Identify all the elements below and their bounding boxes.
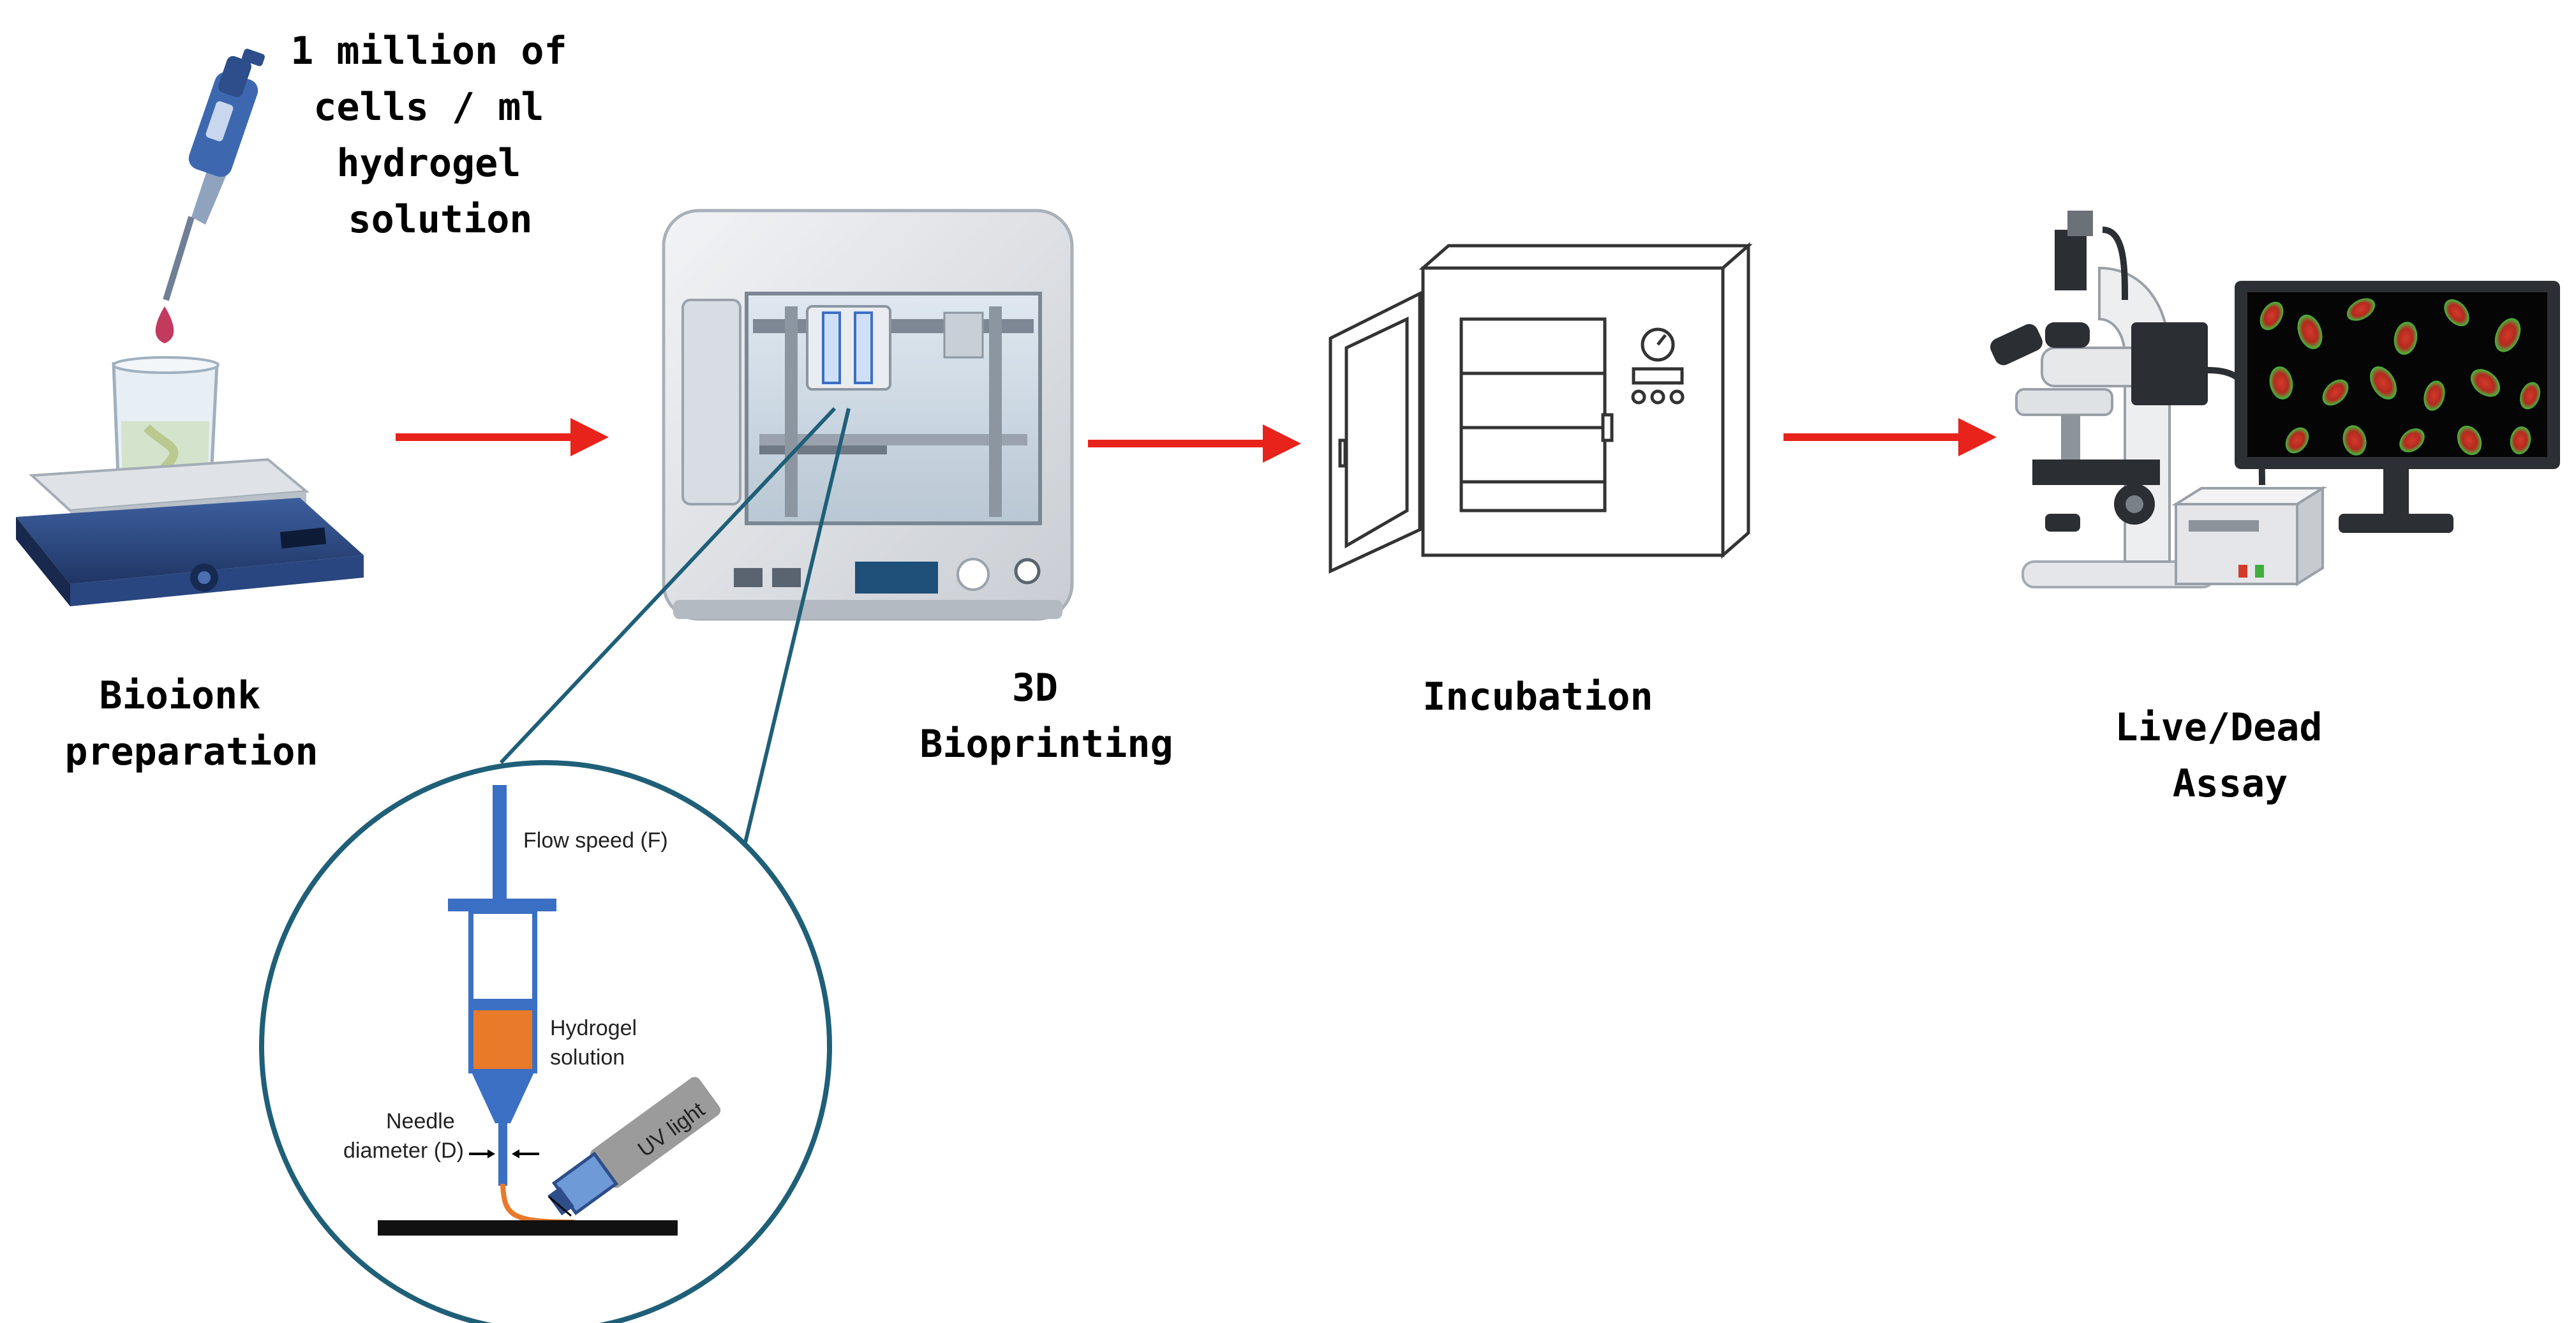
syringe-tip (471, 1071, 535, 1123)
zoom-line-left (499, 407, 837, 765)
label-needle-1: Needle (386, 1109, 455, 1133)
svg-text:1 million of cells / ml: 1 million of cells / ml hydrogel solutio… (290, 29, 590, 242)
concentration-line-2: cells / ml (313, 85, 544, 130)
svg-text:Incubation: Incubation (1422, 675, 1653, 719)
syringe-plunger (493, 785, 507, 900)
zoom-line-right (743, 408, 851, 843)
pipette-icon (163, 49, 265, 301)
step-assay-line-1: Live/Dead (2115, 705, 2322, 750)
concentration-line-3: hydrogel (336, 141, 521, 186)
uv-lamp-icon (547, 1077, 721, 1216)
print-bed (378, 1220, 678, 1236)
label-flow-speed: Flow speed (F) (523, 828, 668, 853)
microscope-icon (1990, 211, 2265, 588)
svg-text:3D Bioprinting: 3D Bioprinting (919, 666, 1173, 766)
step-bioprint-line-2: Bioprinting (919, 722, 1173, 766)
controller-box-icon (2171, 486, 2327, 587)
step-prep-line-1: Bioionk (100, 673, 261, 718)
svg-text:Bioionk preparation: Bioionk preparation (64, 673, 318, 774)
incubator-icon (1329, 242, 1753, 574)
bioprinter-icon (662, 209, 1074, 621)
concentration-line-4: solution (348, 197, 533, 242)
hotplate-stirrer-icon (16, 458, 364, 606)
drop-icon (155, 306, 174, 343)
monitor-icon (2235, 281, 2560, 533)
svg-text:Live/Dead Assay: Live/Dead Assay (2115, 705, 2345, 806)
needle (498, 1122, 507, 1186)
label-hydrogel-2: solution (550, 1045, 625, 1070)
gel-fill (473, 1005, 532, 1069)
step-incubation-line-1: Incubation (1422, 675, 1653, 719)
label-needle-2: diameter (D) (343, 1139, 464, 1163)
step-assay-line-2: Assay (2173, 761, 2288, 806)
extrusion-inset (259, 760, 832, 1323)
step-bioprint-line-1: 3D (1012, 666, 1058, 710)
plunger-flange (448, 899, 556, 911)
concentration-line-1: 1 million of (290, 29, 567, 73)
step-prep-line-2: preparation (64, 729, 318, 774)
cell-image (2260, 298, 2540, 456)
label-hydrogel-1: Hydrogel (550, 1016, 637, 1040)
